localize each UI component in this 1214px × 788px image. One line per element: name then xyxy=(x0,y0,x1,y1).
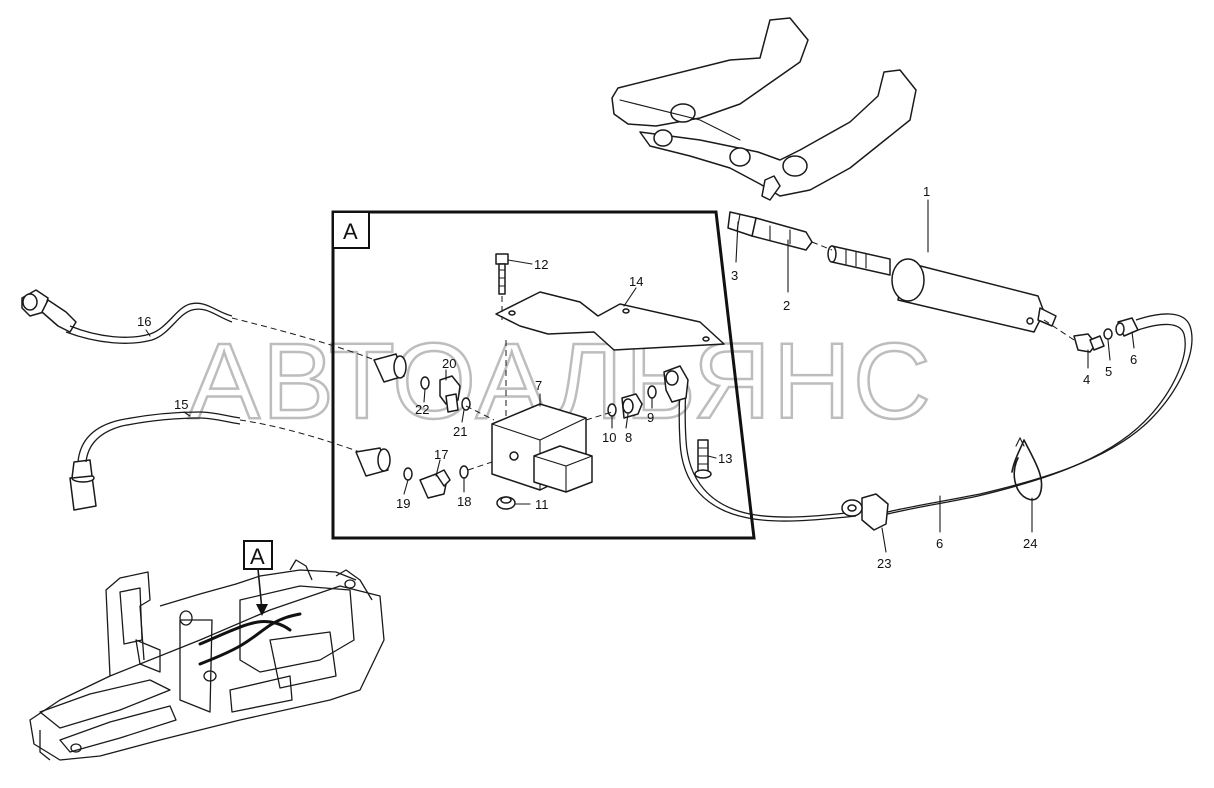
seal-5 xyxy=(1103,328,1113,340)
callout-23: 23 xyxy=(877,556,891,571)
callout-9: 9 xyxy=(647,410,654,425)
callout-4: 4 xyxy=(1083,372,1090,387)
callout-2: 2 xyxy=(783,298,790,313)
callout-6a: 6 xyxy=(1130,352,1137,367)
callout-20: 20 xyxy=(442,356,456,371)
elbow-upper-right xyxy=(663,365,689,403)
callout-18: 18 xyxy=(457,494,471,509)
callout-16: 16 xyxy=(137,314,151,329)
machine-frame xyxy=(29,559,385,761)
detail-view-a: A xyxy=(331,210,756,540)
pin-2 xyxy=(751,217,813,251)
hose-end-lower xyxy=(355,447,391,477)
callout-12: 12 xyxy=(534,257,548,272)
detail-marker-a: A xyxy=(243,540,273,616)
callout-15: 15 xyxy=(174,397,188,412)
bolt-3 xyxy=(727,211,757,237)
hose-end-upper xyxy=(373,353,407,383)
bracket-14 xyxy=(495,291,725,351)
hose-16 xyxy=(21,289,381,363)
callout-3: 3 xyxy=(731,268,738,283)
hose-6 xyxy=(684,313,1193,518)
bolt-13 xyxy=(694,439,712,479)
valve-7 xyxy=(491,403,593,493)
seal-19 xyxy=(403,467,413,481)
callout-10: 10 xyxy=(602,430,616,445)
callout-19: 19 xyxy=(396,496,410,511)
callout-5: 5 xyxy=(1105,364,1112,379)
seal-21 xyxy=(461,397,471,411)
leader-lines xyxy=(145,199,1135,553)
callout-7: 7 xyxy=(535,378,542,393)
callout-22: 22 xyxy=(415,402,429,417)
fitting-8 xyxy=(621,393,643,419)
callout-24: 24 xyxy=(1023,536,1037,551)
callout-17: 17 xyxy=(434,447,448,462)
cable-tie-24 xyxy=(1011,436,1043,501)
seal-18 xyxy=(459,465,469,479)
callout-1: 1 xyxy=(923,184,930,199)
nut-11 xyxy=(496,496,516,510)
seal-9 xyxy=(647,385,657,399)
clamp-23 xyxy=(841,493,889,531)
bolt-12 xyxy=(495,253,509,295)
detail-callout-a: A xyxy=(250,544,265,569)
callout-numbers: 1 2 3 4 5 6 6 7 8 9 10 11 12 13 14 15 16… xyxy=(137,184,1137,571)
lift-arm-frame xyxy=(611,17,917,201)
callout-21: 21 xyxy=(453,424,467,439)
seal-22 xyxy=(420,376,430,390)
elbow-17 xyxy=(419,469,451,499)
cylinder-1 xyxy=(827,245,1057,333)
seal-10 xyxy=(607,403,617,417)
hose-15 xyxy=(69,411,361,511)
callout-14: 14 xyxy=(629,274,643,289)
hose-end-6 xyxy=(1115,317,1139,337)
fitting-4 xyxy=(1073,333,1105,353)
detail-label-a: A xyxy=(343,219,358,244)
callout-13: 13 xyxy=(718,451,732,466)
callout-8: 8 xyxy=(625,430,632,445)
fitting-20 xyxy=(439,375,461,413)
callout-6b: 6 xyxy=(936,536,943,551)
callout-11: 11 xyxy=(535,497,549,512)
